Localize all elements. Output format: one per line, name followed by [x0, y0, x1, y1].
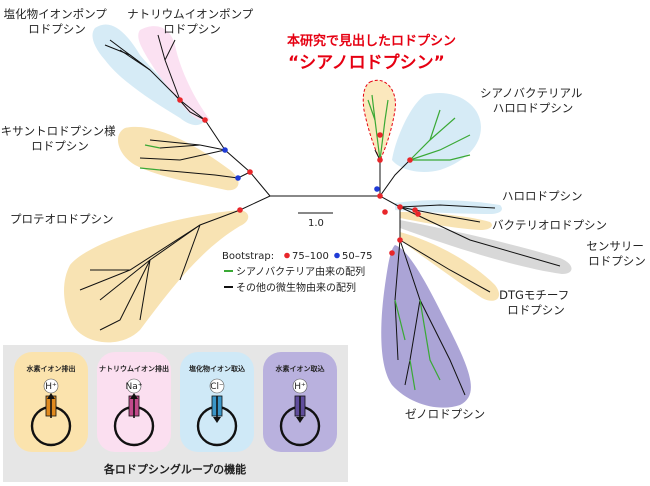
legend-high-range: 75–100: [292, 251, 329, 262]
legend-cyano-text: シアノバクテリア由来の配列: [236, 265, 365, 278]
card-title: 水素イオン排出: [27, 364, 76, 373]
label-sensory: センサリー ロドプシン: [586, 239, 647, 268]
blob-xantho: [117, 126, 239, 191]
label-cyano-halorhodopsin: シアノバクテリアル ハロロドプシン: [480, 86, 586, 115]
blob-chloride: [92, 24, 205, 126]
ion-label: H⁺: [45, 382, 57, 392]
ion-label: Cl⁻: [210, 382, 224, 392]
ion-label: Na⁺: [126, 382, 143, 392]
arrow-head: [130, 393, 138, 399]
legend-other-text: その他の微生物由来の配列: [236, 281, 356, 294]
highlight-subtitle: 本研究で見出したロドプシン: [287, 33, 456, 49]
blob-bacterio: [400, 212, 492, 230]
blob-sensory: [400, 220, 572, 274]
function-card-0: 水素イオン排出 H⁺: [14, 352, 88, 452]
blob-cyano-halo: [392, 92, 481, 172]
highlight-title: “シアノロドプシン”: [288, 52, 445, 73]
card-title: ナトリウムイオン排出: [99, 364, 169, 373]
card-title: 塩化物イオン取込: [189, 364, 245, 373]
blob-cyanorhodopsin: [362, 79, 396, 162]
bootstrap-nodes: [177, 97, 421, 256]
card-title: 水素イオン取込: [276, 364, 325, 373]
functions-panel: 水素イオン排出 H⁺ ナトリウムイオン排出 Na⁺ 塩化物イオン取込 Cl⁻ 水素イオン取込…: [3, 345, 348, 482]
function-card-2: 塩化物イオン取込 Cl⁻: [180, 352, 254, 452]
ion-circle: [209, 378, 225, 394]
function-card-3: 水素イオン取込 H⁺: [263, 352, 337, 452]
legend-mid-range: 50–75: [342, 251, 372, 262]
scale-bar-label: 1.0: [308, 218, 324, 229]
label-xanthorhodopsin: キサントロドプシン様 ロドプシン: [1, 124, 120, 153]
label-chloride-pump: 塩化物イオンポンプ ロドプシン: [4, 7, 111, 36]
legend: Bootstrap: 75–100 50–75 シアノバクテリア由来の配列 その…: [222, 251, 372, 294]
ion-circle: [292, 378, 308, 394]
label-sodium-pump: ナトリウムイオンポンプ ロドプシン: [127, 7, 257, 36]
function-card-1: ナトリウムイオン排出 Na⁺: [97, 352, 171, 452]
ion-label: H⁺: [294, 382, 306, 392]
label-proteorhodopsin: プロテオロドプシン: [10, 212, 114, 226]
label-xenorhodopsin: ゼノロドプシン: [405, 407, 485, 421]
blob-halo: [395, 200, 502, 214]
arrow-head: [47, 393, 55, 399]
functions-caption: 各ロドプシングループの機能: [103, 462, 246, 476]
arrow-head: [296, 417, 304, 423]
blob-proteo: [64, 210, 249, 343]
arrow-head: [213, 417, 221, 423]
blob-sodium: [138, 26, 210, 122]
legend-high-dot: [284, 252, 290, 259]
blob-xeno: [381, 245, 471, 408]
label-halorhodopsin: ハロロドプシン: [502, 189, 583, 203]
legend-bootstrap-label: Bootstrap:: [222, 251, 274, 262]
label-bacteriorhodopsin: バクテリオロドプシン: [492, 218, 607, 232]
legend-mid-dot: [334, 252, 340, 259]
label-dtg: DTGモチーフ ロドプシン: [499, 288, 573, 317]
cyano-branches: [139, 94, 471, 391]
